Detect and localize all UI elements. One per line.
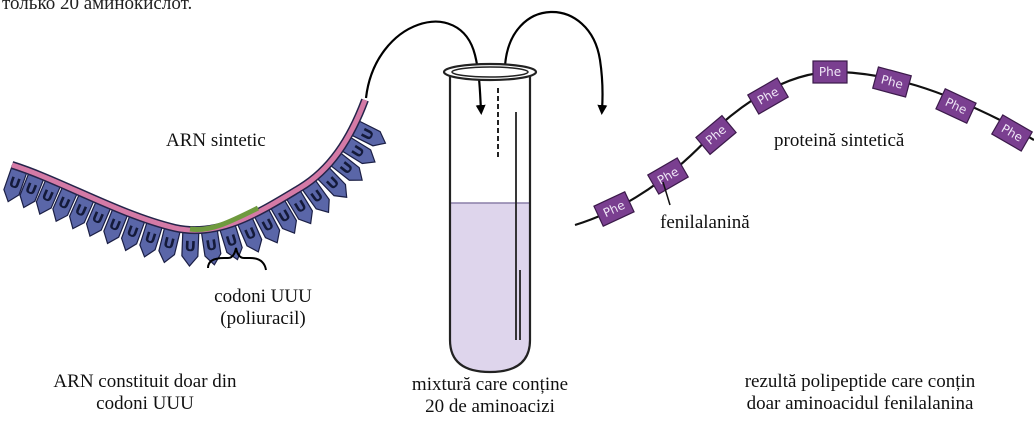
codon-tooth: U bbox=[181, 230, 198, 267]
label-codoni-line1: codoni UUU bbox=[188, 286, 338, 308]
phe-residue: Phe bbox=[594, 192, 634, 226]
phe-residue: Phe bbox=[696, 116, 736, 155]
svg-text:U: U bbox=[205, 237, 219, 254]
svg-text:Phe: Phe bbox=[819, 65, 841, 79]
label-codoni-line2: (poliuracil) bbox=[188, 308, 338, 330]
phe-residue: Phe bbox=[813, 61, 847, 83]
caption-mixture-line1: mixtură care conține bbox=[370, 374, 610, 396]
phe-residue: Phe bbox=[992, 115, 1032, 151]
caption-mixture: mixtură care conține 20 de aminoacizi bbox=[370, 374, 610, 418]
tube-liquid bbox=[450, 203, 530, 372]
caption-result-line1: rezultă polipeptide care conțin bbox=[690, 371, 1030, 393]
arrow-tube-to-protein bbox=[505, 12, 603, 110]
caption-result-line2: doar aminoacidul fenilalanina bbox=[690, 393, 1030, 415]
label-codoni: codoni UUU (poliuracil) bbox=[188, 286, 338, 330]
caption-result: rezultă polipeptide care conțin doar ami… bbox=[690, 371, 1030, 415]
phe-residue: Phe bbox=[873, 67, 912, 97]
caption-mixture-line2: 20 de aminoacizi bbox=[370, 396, 610, 418]
test-tube bbox=[444, 64, 536, 372]
label-fenilalanina: fenilalanină bbox=[660, 212, 750, 234]
svg-text:U: U bbox=[184, 239, 196, 255]
label-proteina-sintetica: proteină sintetică bbox=[774, 130, 904, 152]
caption-arn: ARN constituit doar din codoni UUU bbox=[20, 371, 270, 415]
caption-arn-line2: codoni UUU bbox=[20, 393, 270, 415]
label-arn-sintetic: ARN sintetic bbox=[166, 130, 266, 152]
caption-arn-line1: ARN constituit doar din bbox=[20, 371, 270, 393]
